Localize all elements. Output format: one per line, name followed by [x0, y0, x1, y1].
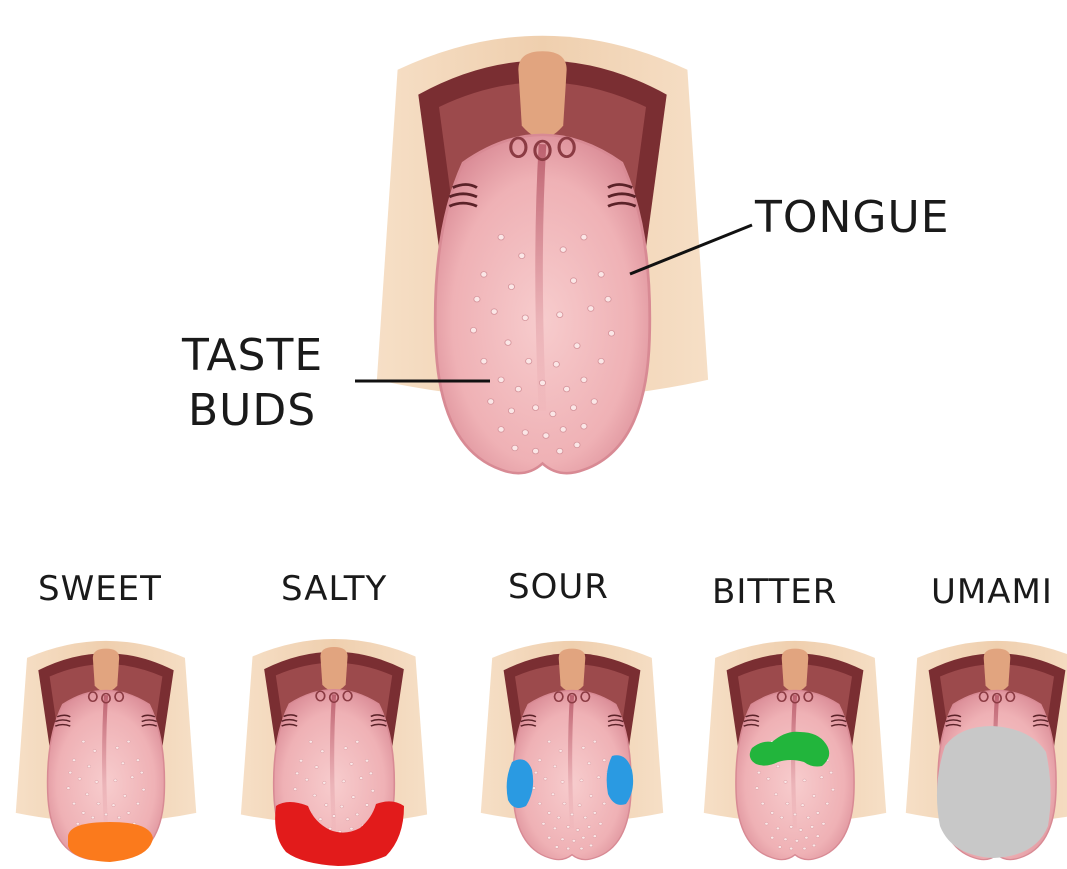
label-taste: TASTE	[181, 330, 323, 381]
main-tongue-illustration	[377, 36, 708, 473]
label-buds: BUDS	[188, 385, 316, 436]
taste-label-bitter: BITTER	[712, 572, 837, 612]
taste-map-umami: UMAMI	[906, 572, 1067, 860]
umami-region	[937, 726, 1051, 858]
taste-label-sweet: SWEET	[38, 569, 162, 609]
taste-label-salty: SALTY	[281, 569, 387, 609]
taste-map-sour: SOUR	[481, 567, 663, 860]
taste-map-salty: SALTY	[241, 569, 427, 866]
taste-label-sour: SOUR	[508, 567, 609, 607]
taste-map-bitter: BITTER	[704, 572, 886, 860]
label-tongue: TONGUE	[754, 192, 950, 243]
sweet-region	[68, 822, 153, 862]
taste-label-umami: UMAMI	[931, 572, 1053, 612]
taste-map-sweet: SWEET	[16, 569, 196, 862]
